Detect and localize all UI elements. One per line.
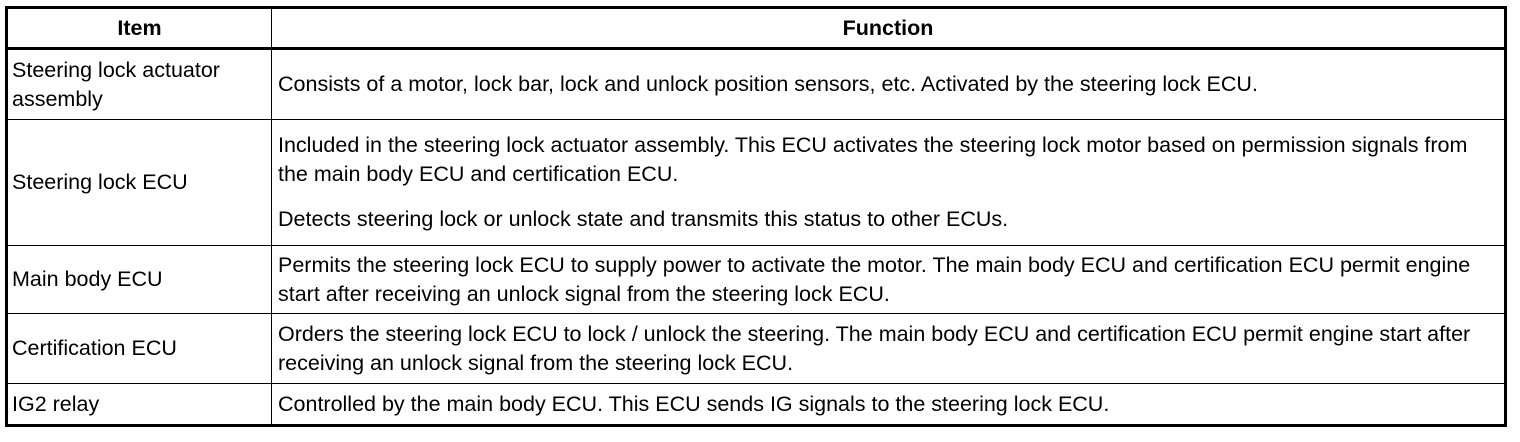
function-text: Included in the steering lock actuator a…	[278, 133, 1468, 186]
table-header-row: Item Function	[6, 7, 1506, 50]
table-row: Main body ECU Permits the steering lock …	[6, 245, 1506, 314]
table-row: Steering lock ECU Included in the steeri…	[6, 119, 1506, 246]
function-text: Permits the steering lock ECU to supply …	[278, 252, 1471, 306]
function-text: Controlled by the main body ECU. This EC…	[278, 391, 1110, 416]
header-item: Item	[6, 7, 272, 50]
function-cell: Included in the steering lock actuator a…	[271, 119, 1506, 246]
table-row: Certification ECU Orders the steering lo…	[6, 313, 1506, 384]
table-row: Steering lock actuator assembly Consists…	[6, 48, 1506, 120]
item-cell: Main body ECU	[6, 245, 272, 314]
item-cell: IG2 relay	[6, 383, 272, 426]
function-cell: Orders the steering lock ECU to lock / u…	[271, 313, 1506, 384]
function-table-container: Item Function Steering lock actuator ass…	[5, 6, 1507, 427]
function-text: Consists of a motor, lock bar, lock and …	[278, 72, 1258, 96]
function-text: Detects steering lock or unlock state an…	[278, 207, 1009, 231]
function-text: Orders the steering lock ECU to lock / u…	[278, 321, 1471, 375]
function-table: Item Function Steering lock actuator ass…	[5, 6, 1507, 427]
table-row: IG2 relay Controlled by the main body EC…	[6, 383, 1506, 426]
item-cell: Certification ECU	[6, 313, 272, 384]
function-cell: Controlled by the main body ECU. This EC…	[271, 383, 1506, 426]
paragraph-gap	[278, 189, 1498, 205]
function-cell: Permits the steering lock ECU to supply …	[271, 245, 1506, 314]
item-cell: Steering lock ECU	[6, 119, 272, 246]
item-cell: Steering lock actuator assembly	[6, 48, 272, 120]
header-function: Function	[271, 7, 1506, 50]
function-cell: Consists of a motor, lock bar, lock and …	[271, 48, 1506, 120]
